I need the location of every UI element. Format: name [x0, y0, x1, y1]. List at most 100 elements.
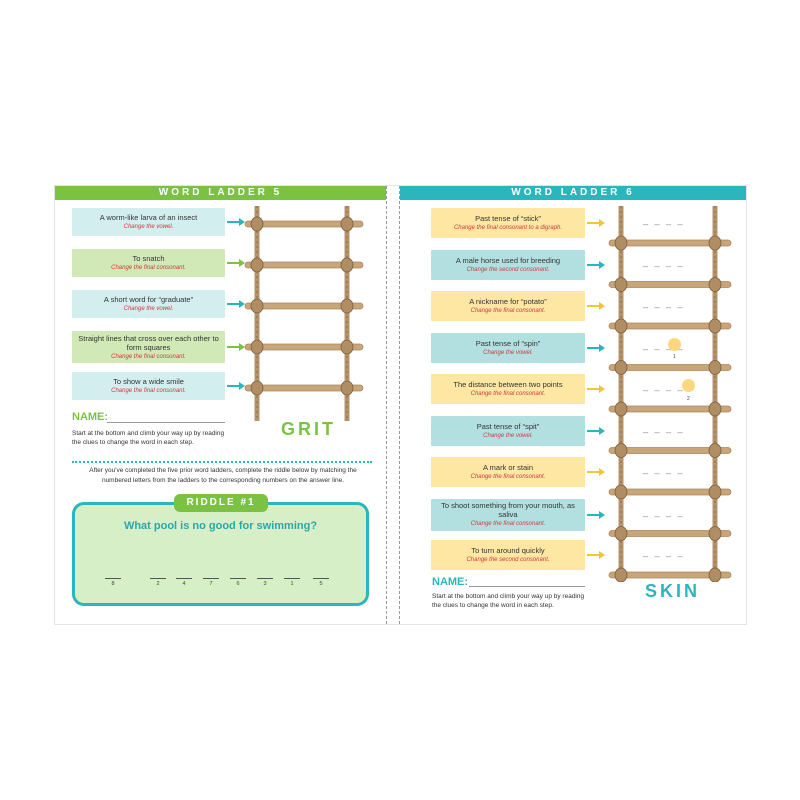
name-field[interactable]	[469, 586, 585, 587]
knot-icon	[708, 401, 722, 417]
clue-hint: Change the second consonant.	[466, 557, 550, 563]
clue-hint: Change the vowel.	[483, 349, 533, 356]
riddle-question: What pool is no good for swimming?	[123, 520, 318, 532]
word-ladder-5-page: WORD LADDER 5 A worm-like larva of an in…	[55, 186, 386, 624]
knot-icon	[340, 216, 354, 232]
clue-text: Past tense of “spin”	[475, 338, 541, 348]
answer-blanks[interactable]: _ _ _ _	[281, 255, 323, 265]
knot-icon	[250, 216, 264, 232]
answer-blanks[interactable]: _ _ _ _	[643, 339, 685, 350]
answer-number: 8	[111, 581, 115, 587]
clue-hint: Change the final consonant.	[470, 308, 546, 314]
knot-icon	[614, 360, 628, 375]
ladder-rung	[244, 302, 364, 310]
name-label: NAME:	[72, 411, 109, 423]
riddle-box	[72, 502, 369, 606]
answer-slot[interactable]: 2	[150, 578, 166, 587]
knot-icon	[250, 339, 264, 355]
clue-box: Straight lines that cross over each othe…	[72, 331, 225, 363]
clue-hint: Change the final consonant.	[470, 521, 546, 527]
ladder-rung	[244, 343, 364, 351]
answer-blanks[interactable]: _ _ _ _	[643, 256, 685, 267]
riddle-title: RIDDLE #1	[174, 494, 268, 512]
knot-icon	[250, 380, 264, 396]
ladder-rung	[608, 405, 732, 413]
clue-hint: Change the final consonant.	[111, 265, 186, 271]
answer-blanks[interactable]: _ _ _ _	[643, 381, 685, 391]
answer-number: 1	[290, 581, 294, 587]
answer-number: 7	[209, 581, 213, 587]
name-field[interactable]	[107, 422, 225, 423]
answer-slot[interactable]: 8	[105, 578, 121, 587]
clue-box: Past tense of “stick” Change the final co…	[431, 208, 585, 238]
answer-blanks[interactable]: _ _ _ _	[643, 215, 685, 225]
page-gutter	[386, 186, 400, 624]
knot-icon	[614, 277, 628, 292]
section-divider	[72, 461, 372, 463]
answer-blanks[interactable]: _ _ _ _	[643, 547, 685, 557]
word-ladder-5-banner: WORD LADDER 5	[55, 186, 386, 200]
clue-hint: Change the vowel.	[123, 224, 174, 230]
answer-slot[interactable]: 6	[230, 578, 246, 587]
clue-text: A short word for “graduate”	[103, 295, 194, 304]
answer-slot[interactable]: 7	[203, 578, 219, 587]
answer-blanks[interactable]: _ _ _ _	[281, 296, 323, 306]
answer-blanks[interactable]: _ _ _ _	[281, 214, 323, 224]
ladder-rung	[608, 571, 732, 579]
knot-icon	[708, 567, 722, 582]
instructions: Start at the bottom and climb your way u…	[432, 593, 585, 609]
ladder-rung	[244, 261, 364, 269]
clue-hint: Change the final consonant.	[111, 353, 186, 360]
answer-blanks[interactable]: _ _ _ _	[643, 506, 685, 517]
knot-icon	[708, 235, 722, 251]
answer-blanks[interactable]: _ _ _ _	[643, 422, 685, 433]
answer-blanks[interactable]: _ _ _ _	[643, 464, 685, 474]
ladder-rung	[608, 530, 732, 537]
start-word: SKIN	[645, 581, 701, 601]
clue-hint: Change the vowel.	[483, 432, 533, 439]
knot-icon	[708, 443, 722, 458]
knot-icon	[708, 526, 722, 541]
knot-icon	[340, 380, 354, 396]
clue-hint: Change the final consonant to a digraph.	[453, 225, 563, 231]
clue-text: A nickname for “potato”	[469, 297, 547, 306]
ladder-rung	[608, 239, 732, 247]
clue-text: Past tense of “stick”	[475, 214, 541, 223]
name-label: NAME:	[432, 576, 469, 588]
answer-slot[interactable]: 3	[257, 578, 273, 587]
word-ladder-6-banner: WORD LADDER 6	[400, 186, 746, 200]
clue-box: A nickname for “potato” Change the final …	[431, 291, 585, 321]
clue-text: To show a wide smile	[113, 377, 184, 386]
knot-icon	[708, 484, 722, 500]
clue-text: A male horse used for breeding	[455, 255, 561, 265]
knot-icon	[340, 339, 354, 355]
knot-icon	[614, 401, 628, 417]
ladder-rung	[608, 488, 732, 496]
clue-box: To shoot something from your mouth, as s…	[431, 498, 585, 531]
clue-text: The distance between two points	[453, 380, 563, 389]
answer-slot[interactable]: 5	[313, 578, 329, 587]
ladder-rung	[608, 447, 732, 454]
clue-text: A mark or stain	[482, 463, 534, 472]
clue-text: To turn around quickly	[471, 546, 545, 555]
clue-box: A short word for “graduate”Change the vo…	[72, 290, 225, 318]
start-word: GRIT	[281, 419, 336, 439]
answer-blanks[interactable]: _ _ _ _	[281, 378, 323, 388]
ladder-rung	[608, 322, 732, 330]
letter-number-2: 2	[687, 396, 690, 402]
instructions: Start at the bottom and climb your way u…	[72, 430, 225, 446]
clue-box: Past tense of “spin”Change the vowel.	[431, 332, 585, 363]
answer-number: 5	[319, 581, 323, 587]
answer-blanks[interactable]: _ _ _ _	[643, 298, 685, 308]
knot-icon	[340, 257, 354, 273]
answer-slot[interactable]: 1	[284, 578, 300, 587]
letter-marker-1	[668, 338, 681, 351]
knot-icon	[614, 235, 628, 251]
answer-slot[interactable]: 4	[176, 578, 192, 587]
workbook-spread: WORD LADDER 5 A worm-like larva of an in…	[54, 185, 747, 625]
